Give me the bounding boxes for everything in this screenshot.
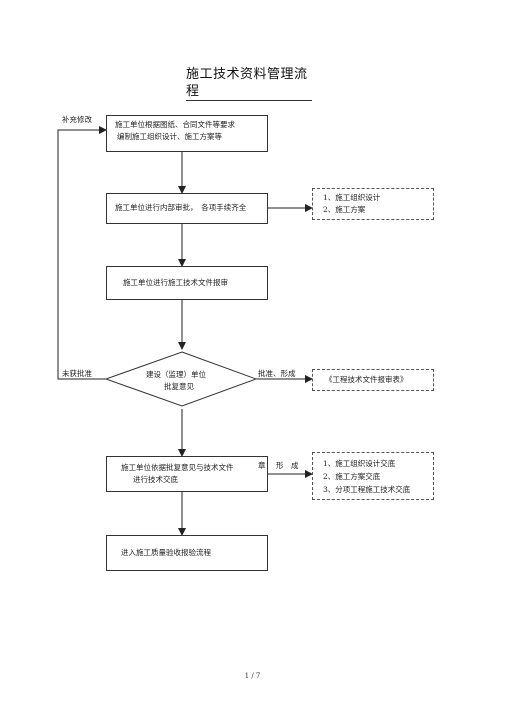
note-plan-documents: 1、施工组织设计 2、施工方案	[312, 188, 434, 220]
step-submit-review: 施工单位进行施工技术文件报审	[106, 266, 268, 300]
step-quality-acceptance: 进入施工质量验收报验流程	[106, 535, 268, 571]
note-review-form-text: 《工程技术文件报审表》	[325, 375, 408, 384]
note-plan-item-1: 1、施工组织设计	[323, 193, 381, 202]
note-review-form: 《工程技术文件报审表》	[312, 369, 434, 391]
decision-text: 建设（监理）单位 批复意见	[146, 369, 206, 393]
step-internal-approval: 施工单位进行内部审批， 各项手续齐全	[106, 193, 268, 224]
step-compile-plan-line-2: 编制施工组织设计、施工方案等	[117, 132, 222, 141]
step-compile-plan: 施工单位根据图纸、合同文件等要求 编制施工组织设计、施工方案等	[106, 115, 268, 152]
decision-line-1: 建设（监理）单位	[146, 370, 206, 379]
step-technical-briefing-line-1: 施工单位依据批复意见与技术文件	[121, 463, 234, 472]
diagram-title: 施工技术资料管理流 程	[186, 66, 314, 100]
note-briefing-item-1: 1、施工组织设计交底	[323, 459, 396, 468]
note-plan-item-2: 2、施工方案	[323, 205, 366, 214]
step-technical-briefing-line-2: 进行技术交底	[133, 475, 178, 484]
page-number: 1 / 7	[244, 672, 261, 680]
decision-line-2: 批复意见	[164, 382, 194, 391]
note-briefing-item-2: 2、施工方案交底	[323, 472, 381, 481]
step-compile-plan-line-1: 施工单位根据图纸、合同文件等要求	[115, 120, 235, 129]
label-approved: 批准、形成	[258, 369, 296, 378]
note-briefing-item-3: 3、分项工程施工技术交底	[323, 485, 411, 494]
label-form: 形 成	[276, 461, 299, 470]
step-quality-acceptance-text: 进入施工质量验收报验流程	[121, 548, 211, 557]
step-submit-review-text: 施工单位进行施工技术文件报审	[123, 278, 228, 287]
title-line-2: 程	[186, 84, 200, 99]
arrow-feedback-loop	[57, 126, 107, 380]
title-line-1: 施工技术资料管理流	[186, 67, 308, 82]
note-briefing-documents: 1、施工组织设计交底 2、施工方案交底 3、分项工程施工技术交底	[312, 452, 434, 500]
label-form-prefix: 章	[258, 461, 266, 470]
title-underline	[186, 100, 312, 101]
decision-diamond	[104, 351, 258, 407]
label-not-approved: 未获批准	[62, 369, 92, 378]
label-supplement: 补充修改	[62, 115, 92, 124]
step-technical-briefing: 施工单位依据批复意见与技术文件 进行技术交底	[106, 456, 268, 492]
step-internal-approval-text: 施工单位进行内部审批， 各项手续齐全	[115, 203, 247, 212]
